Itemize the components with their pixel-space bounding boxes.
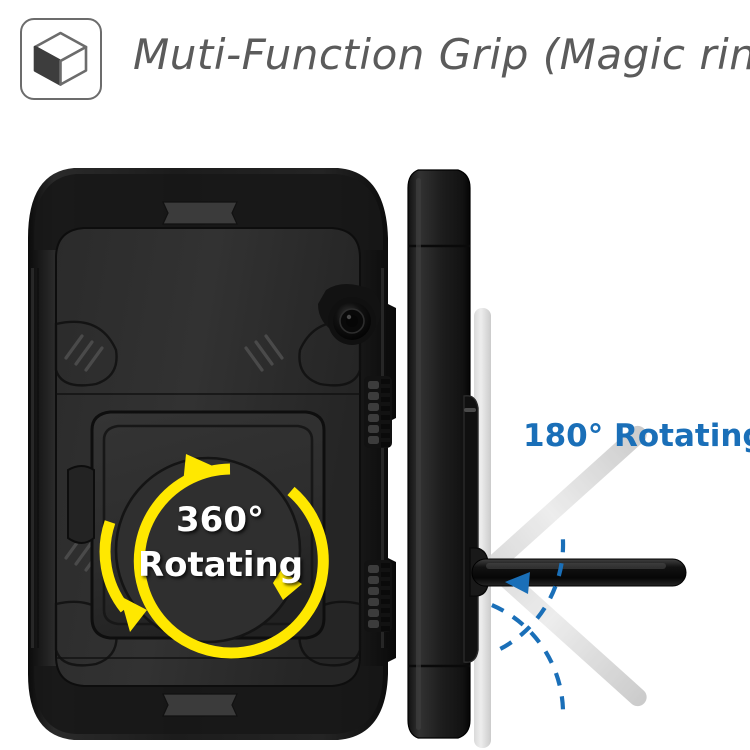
left-edge-ribs — [31, 268, 39, 648]
rotation-180-arc-upper — [491, 603, 566, 719]
side-highlight — [416, 178, 421, 730]
kickstand-hinge-left — [67, 465, 95, 544]
tablet-case-side-view — [407, 169, 687, 748]
rotation-360-indicator — [99, 463, 329, 659]
camera-cutout — [318, 284, 381, 345]
kickstand-ghost-diagonals — [485, 425, 647, 707]
rotation-180-arc-lower — [491, 539, 566, 655]
product-stage: 360° Rotating 180° Rotating — [0, 118, 750, 750]
speaker-grille — [364, 376, 392, 632]
tablet-case-back-view — [28, 168, 396, 740]
top-center-tab — [162, 201, 238, 225]
rotation-360-arrowheads — [120, 454, 302, 632]
rotation-180-label: 180° Rotating — [523, 418, 750, 454]
rotation-180-indicator — [491, 539, 566, 719]
bottom-center-tab — [162, 693, 238, 717]
rotation-180-arrowhead-upper — [505, 572, 530, 594]
side-body — [407, 169, 471, 739]
page-title: Muti-Function Grip (Magic ring) — [133, 30, 750, 79]
shell-seams — [56, 393, 360, 659]
kickstand-bar-highlight — [486, 563, 666, 569]
header: Muti-Function Grip (Magic ring) — [0, 0, 750, 118]
cube-3d-icon-frame — [20, 18, 102, 100]
folded-kickstand-plate — [463, 395, 479, 663]
cube-3d-icon — [33, 31, 88, 86]
right-edge-ribs — [381, 268, 388, 648]
